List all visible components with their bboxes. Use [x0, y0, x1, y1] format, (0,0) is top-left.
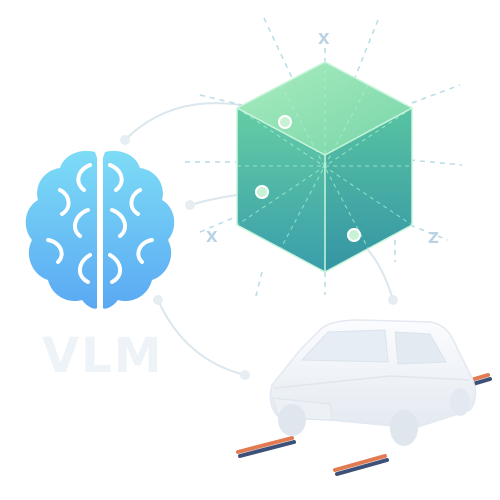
axis-label-z: Z — [428, 229, 439, 247]
node-cube-bottom — [347, 228, 361, 242]
node-cube-mid — [255, 185, 269, 199]
car-wheel-back — [450, 388, 470, 416]
axis-label-x-left: X — [206, 228, 218, 246]
node-brain-right — [185, 200, 195, 210]
car-windshield — [300, 329, 389, 363]
car-wheel-rear — [390, 410, 418, 446]
3d-cube-icon — [236, 61, 413, 273]
car-hood-line — [274, 375, 471, 389]
axis-label-x-top: X — [318, 30, 330, 48]
brain-right-hemisphere — [103, 150, 175, 309]
node-brain-top — [120, 135, 130, 145]
node-brain-bottom — [153, 295, 163, 305]
node-bottom-right — [388, 295, 398, 305]
car-wheel-front — [278, 404, 306, 436]
connector-brain-to-car — [157, 299, 246, 376]
car-icon — [269, 319, 477, 446]
cube-front-face — [237, 108, 325, 272]
cube-side-face — [325, 108, 412, 272]
node-car — [240, 370, 250, 380]
node-cube-top — [278, 115, 292, 129]
brain-left-hemisphere — [25, 150, 97, 309]
car-side-window — [394, 331, 447, 365]
brain-icon — [25, 150, 175, 309]
connector-nodes — [120, 115, 398, 380]
vlm-label: VLM — [42, 328, 164, 384]
